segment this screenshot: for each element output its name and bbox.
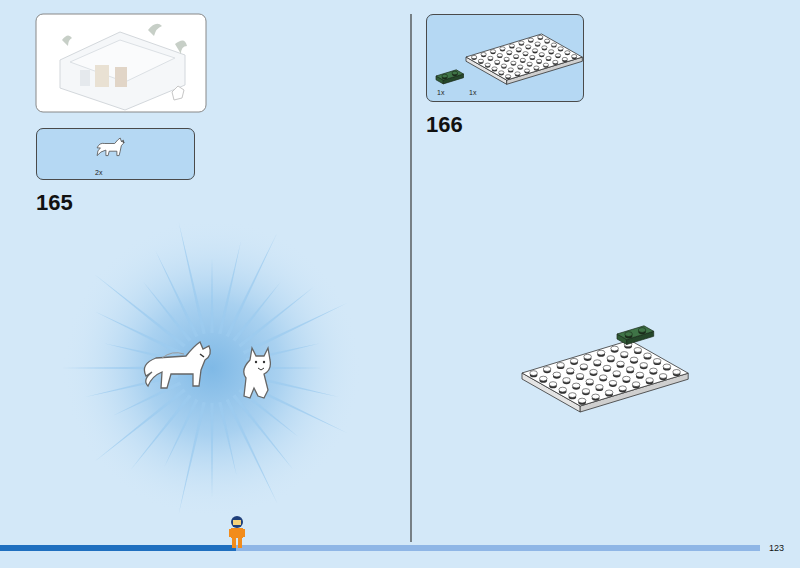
part-quantity: 1x [469,89,476,96]
burst-ray [156,251,199,337]
step-number: 166 [426,114,463,136]
burst-ray [113,382,181,416]
burst-ray [218,241,241,334]
part-quantity: 1x [437,89,444,96]
burst-ray [131,394,192,469]
burst-ray [243,303,347,355]
step-number: 165 [36,192,73,214]
minifigure [229,516,245,548]
burst-ray [164,399,198,467]
arctic-fox [244,348,271,398]
burst-ray [179,222,206,334]
parts-callout: 1x 1x [426,14,584,102]
progress-bar [0,545,760,551]
parts-callout: 2x [36,128,195,180]
part-quantity: 2x [95,169,102,176]
arctic-fox [144,342,210,388]
fox-icon [97,138,125,156]
column-divider [410,14,411,542]
starburst [62,218,362,518]
burst-ray [218,402,236,476]
plate-6x8 [466,34,582,84]
page-number: 123 [769,544,784,553]
burst-ray [179,402,206,515]
plate-6x8 [522,326,688,412]
callout-fill [36,128,195,180]
burst-ray [226,399,278,503]
model-thumbnail [60,24,187,110]
burst-ray [210,258,213,333]
burst-ray [95,388,186,461]
progress-fill [0,545,236,551]
plate-1x2 [436,70,464,84]
overview-frame [36,14,206,112]
callout-fill [426,14,584,102]
burst-ray [210,403,213,498]
